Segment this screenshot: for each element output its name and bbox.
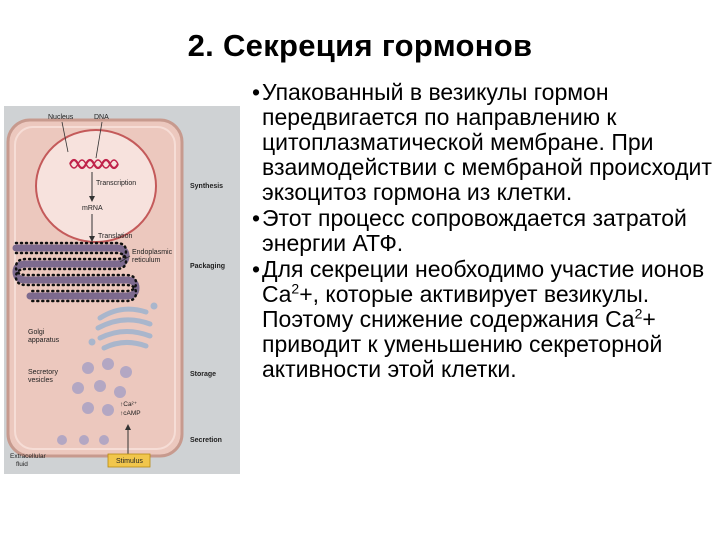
vesicles-label-line1: Secretory: [28, 369, 58, 376]
bullet-mark: •: [252, 205, 261, 231]
bullet-list: • Упакованный в везикулы гормон передвиг…: [252, 80, 714, 383]
cell-membrane: [14, 126, 176, 450]
calcium-label: ↑Ca²⁺: [120, 401, 138, 408]
bullet-item: • Для секреции необходимо участие ионов …: [252, 257, 714, 382]
translation-arrowhead: [89, 236, 95, 242]
er-label-line2: reticulum: [132, 257, 161, 264]
dna-label: DNA: [94, 114, 109, 121]
mrna-label: mRNA: [82, 205, 103, 212]
er-label-line1: Endoplasmic: [132, 249, 173, 256]
nucleus-pointer: [61, 121, 69, 153]
fluid-label-line1: Extracellular: [10, 453, 47, 460]
stage-synthesis: Synthesis: [190, 183, 223, 190]
endoplasmic-reticulum: [12, 241, 140, 303]
bullet-mark: •: [252, 256, 261, 282]
bullet-mark: •: [252, 79, 261, 105]
slide-title: 2. Секреция гормонов: [187, 28, 533, 63]
camp-label: ↑cAMP: [120, 410, 141, 417]
bullet-text-part: +, которые активирует везикулы. Поэтому …: [262, 281, 650, 332]
vesicles-label-line2: vesicles: [28, 377, 53, 384]
er-pointer: [119, 255, 131, 263]
stimulus-arrowhead: [125, 424, 131, 430]
stage-packaging: Packaging: [190, 263, 225, 270]
dna-pointer: [95, 121, 103, 159]
bullet-item: • Упакованный в везикулы гормон передвиг…: [252, 80, 714, 205]
superscript-2: 2: [634, 305, 643, 322]
exocytosis-pits: [57, 435, 109, 445]
golgi-label-line2: apparatus: [28, 337, 60, 344]
transcription-label: Transcription: [96, 180, 136, 187]
stage-storage: Storage: [190, 371, 216, 378]
dna-strand-2: [69, 159, 119, 169]
translation-label: Translation: [98, 233, 132, 240]
superscript-2: 2: [291, 280, 300, 297]
cell-diagram-svg: Nucleus DNA Transcription mRNA Translati…: [4, 106, 240, 474]
hormone-secretion-diagram: Nucleus DNA Transcription mRNA Translati…: [4, 106, 240, 474]
bullet-text: Этот процесс сопровождается затратой эне…: [262, 205, 687, 256]
bullet-text-part: Для секреции необходимо участие ионов Ca: [262, 256, 705, 307]
golgi-bud-2: [88, 338, 96, 346]
golgi-apparatus: [95, 306, 153, 351]
stimulus-box: [107, 453, 151, 468]
bullet-item: • Этот процесс сопровождается затратой э…: [252, 206, 714, 256]
stage-secretion: Secretion: [190, 437, 222, 444]
bullet-text-part: + приводит к уменьшению секреторной акти…: [262, 306, 663, 382]
transcription-arrowhead: [89, 196, 95, 202]
stimulus-label: Stimulus: [116, 458, 143, 465]
nucleus-label: Nucleus: [48, 114, 74, 121]
bullet-text-calcium: Для секреции необходимо участие ионов Ca…: [262, 257, 714, 382]
fluid-label-line2: fluid: [16, 461, 28, 468]
secretory-vesicles: [72, 358, 132, 416]
golgi-bud: [150, 302, 158, 310]
bullet-text: Упакованный в везикулы гормон передвигае…: [262, 79, 712, 205]
golgi-label-line1: Golgi: [28, 329, 45, 336]
